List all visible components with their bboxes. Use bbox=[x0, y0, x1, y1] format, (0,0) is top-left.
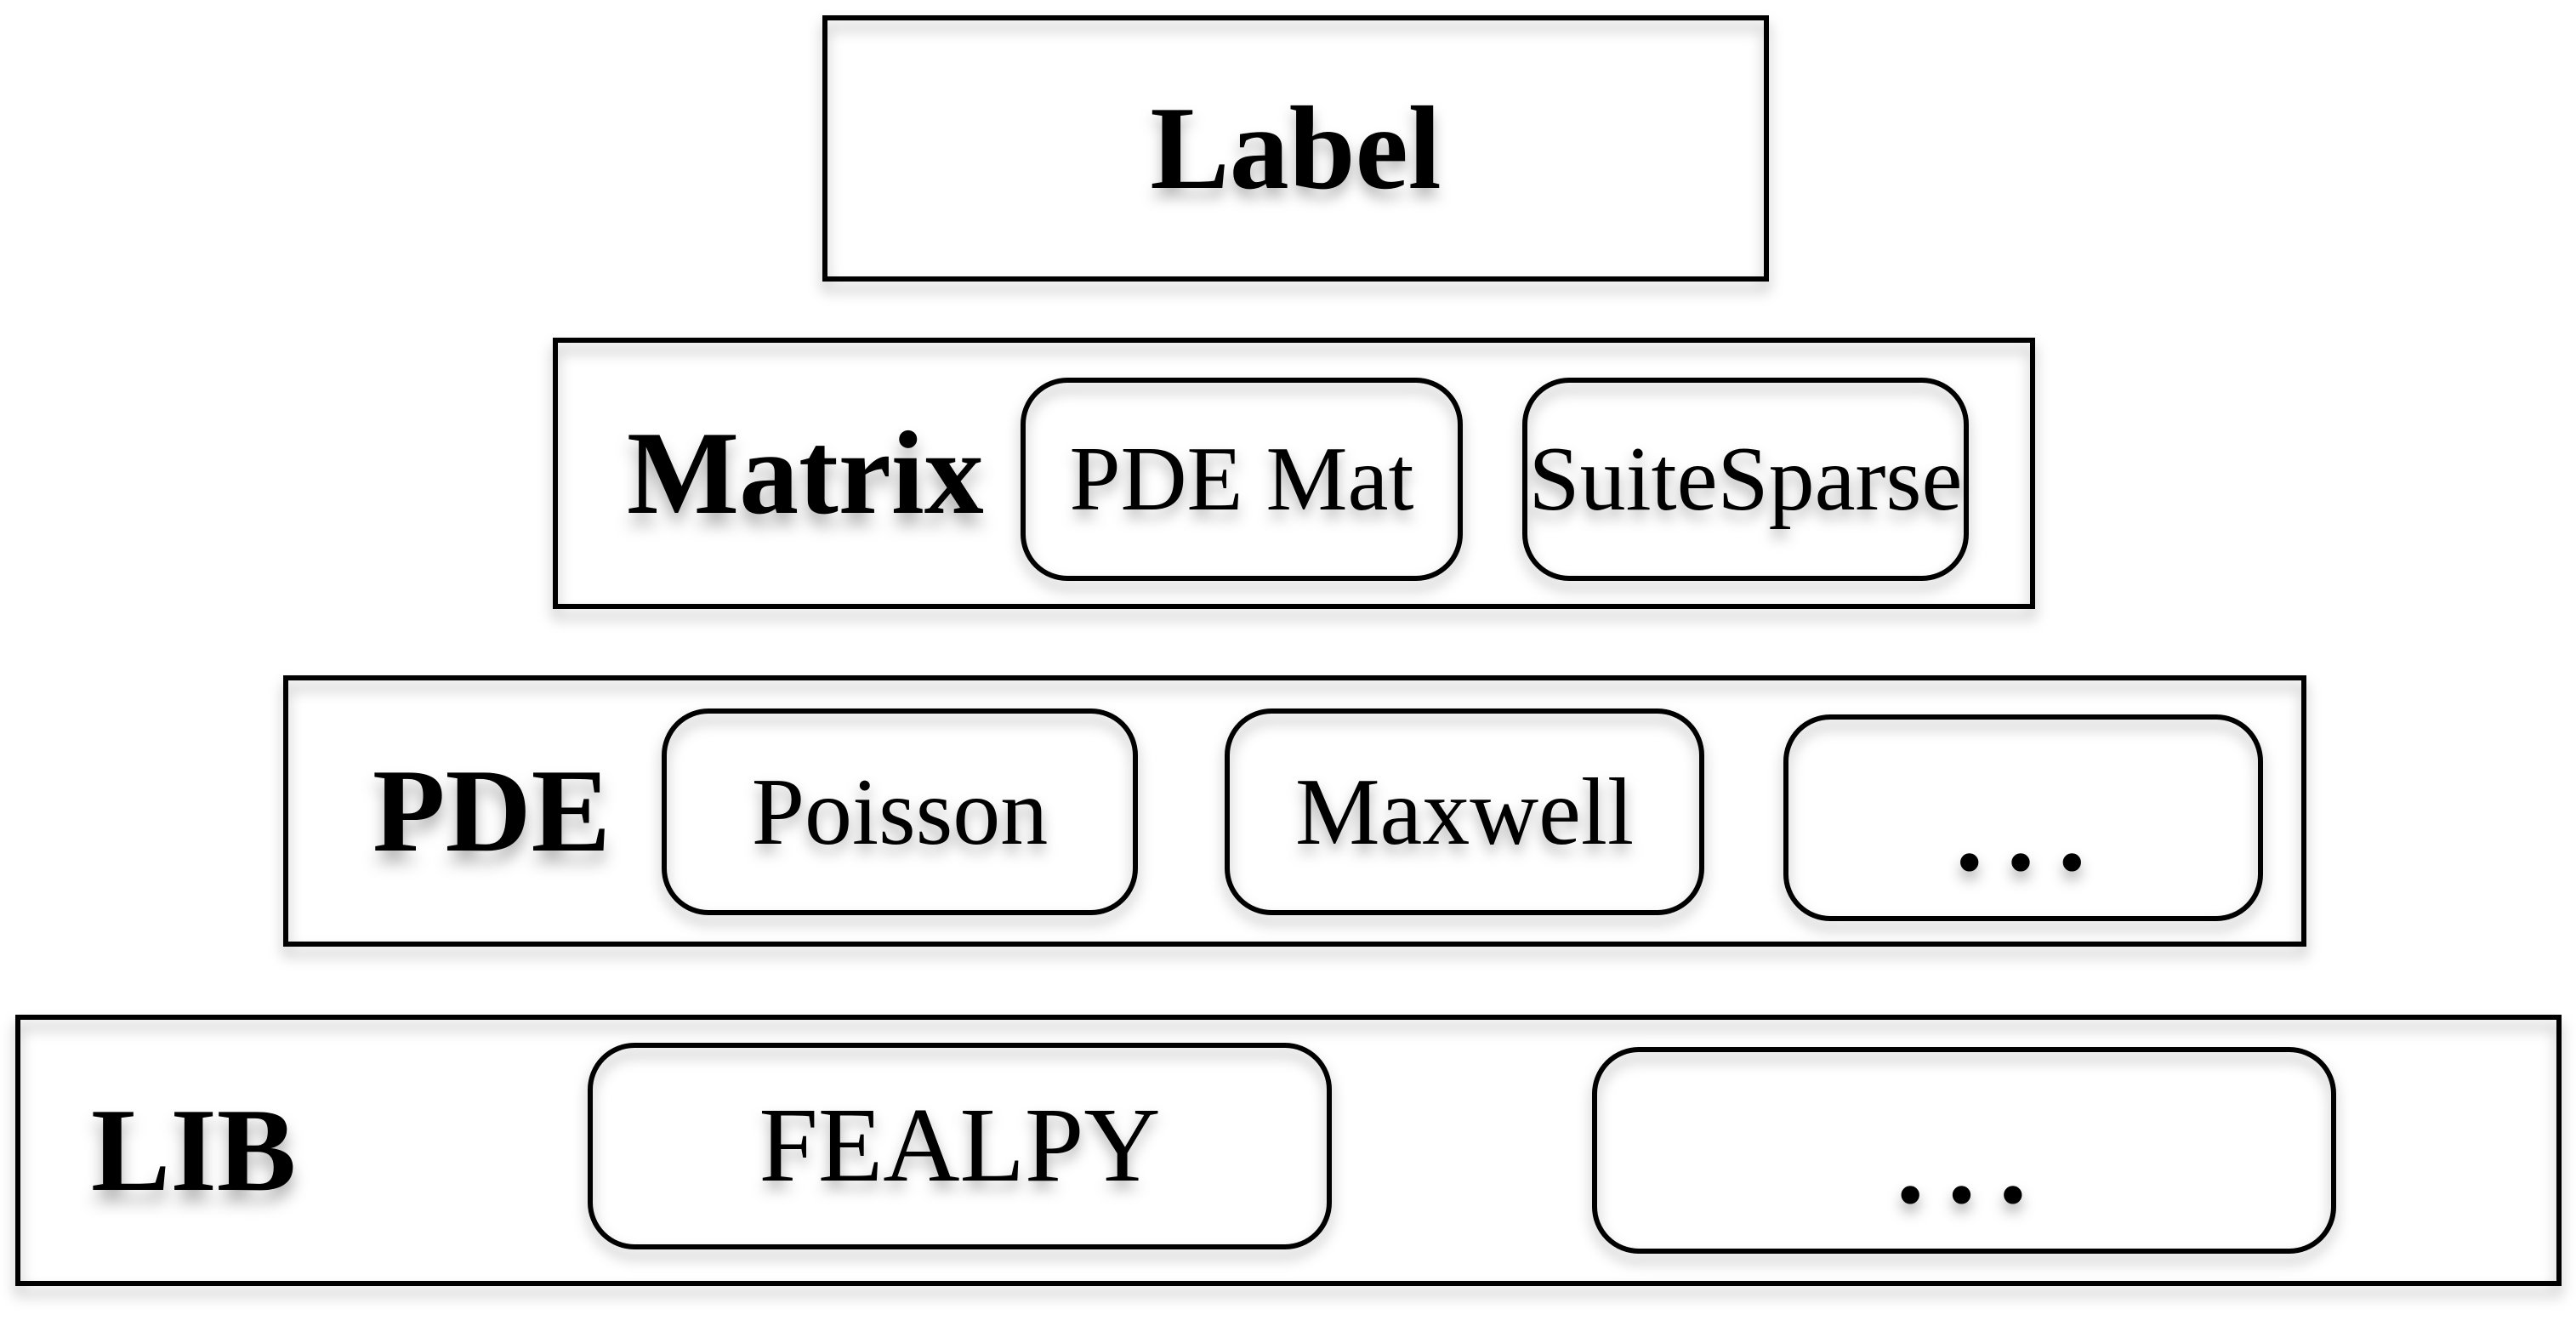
matrix-row-label: Matrix bbox=[627, 407, 984, 539]
label-title: Label bbox=[1150, 82, 1442, 214]
level-box-matrix bbox=[553, 338, 2035, 609]
chip-pde-ellipsis: … bbox=[1783, 714, 2263, 921]
chip-pde-mat-text: PDE Mat bbox=[1069, 428, 1414, 530]
chip-lib-ellipsis: … bbox=[1592, 1047, 2336, 1254]
chip-fealpy-text: FEALPY bbox=[759, 1087, 1161, 1204]
level-box-label: Label bbox=[822, 15, 1769, 282]
chip-pde-mat: PDE Mat bbox=[1021, 378, 1463, 581]
chip-maxwell-text: Maxwell bbox=[1294, 759, 1635, 865]
chip-lib-ellipsis-text: … bbox=[1885, 1065, 2044, 1235]
level-box-pde bbox=[283, 675, 2306, 947]
chip-poisson-text: Poisson bbox=[751, 759, 1049, 865]
chip-suitesparse: SuiteSparse bbox=[1522, 378, 1969, 581]
lib-row-label: LIB bbox=[91, 1084, 297, 1216]
chip-suitesparse-text: SuiteSparse bbox=[1528, 428, 1963, 530]
chip-pde-ellipsis-text: … bbox=[1944, 732, 2102, 902]
chip-maxwell: Maxwell bbox=[1225, 708, 1704, 915]
chip-fealpy: FEALPY bbox=[588, 1043, 1332, 1249]
level-box-lib bbox=[15, 1015, 2562, 1286]
pde-row-label: PDE bbox=[372, 744, 611, 877]
chip-poisson: Poisson bbox=[662, 708, 1138, 915]
